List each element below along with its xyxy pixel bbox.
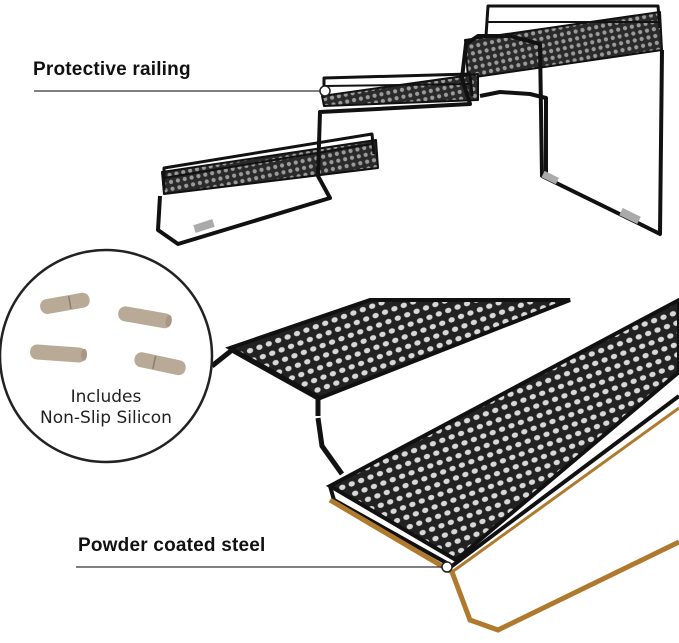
shelf-closeup <box>210 297 679 633</box>
railing-marker-dot <box>319 85 331 97</box>
silicon-feet-icon <box>30 292 186 376</box>
three-tier-rack <box>156 4 664 246</box>
powder-coated-steel-label: Powder coated steel <box>78 535 266 556</box>
inset-caption-line1: Includes <box>70 387 142 407</box>
steel-marker-dot <box>441 561 453 573</box>
inset-caption: Includes Non-Slip Silicon <box>6 387 206 429</box>
protective-railing-label: Protective railing <box>33 59 191 80</box>
inset-caption-line2: Non-Slip Silicon <box>40 408 172 428</box>
